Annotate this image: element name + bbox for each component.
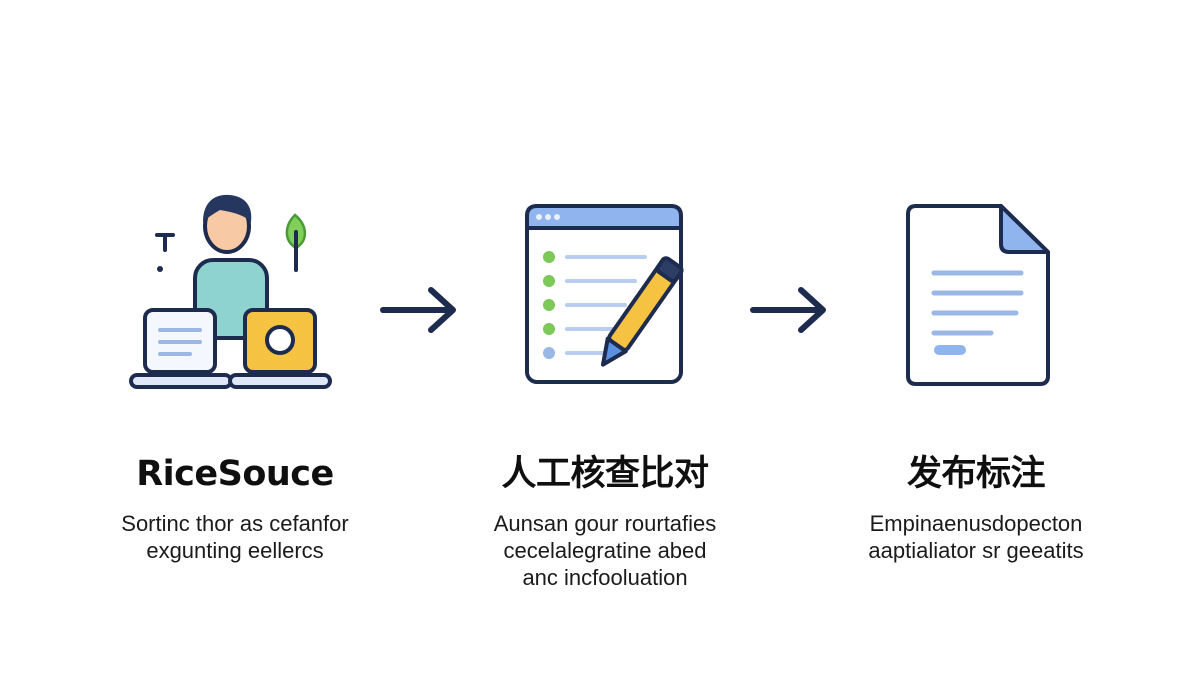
step-2-description-line: cecelalegratine abed xyxy=(503,538,707,563)
document-icon xyxy=(906,204,1050,386)
step-3-description-line: Empinaenusdopecton xyxy=(869,511,1083,536)
checklist-window-pen-icon xyxy=(525,204,684,384)
step-3: 发布标注 Empinaenusdopecton aaptialiator sr … xyxy=(806,0,1146,675)
person-with-laptops-icon xyxy=(129,194,332,389)
step-3-description-line: aaptialiator sr geeatits xyxy=(868,538,1084,563)
step-2-description-line: Aunsan gour rourtafies xyxy=(493,511,717,536)
arrow-right-icon xyxy=(750,287,826,333)
arrow-right-icon xyxy=(380,287,456,333)
step-2-title: 人工核查比对 xyxy=(501,454,709,494)
step-1-description: Sortinc thor as cefanfor exgunting eelle… xyxy=(65,510,405,564)
step-2: 人工核查比对 Aunsan gour rourtafies cecelalegr… xyxy=(435,0,775,675)
step-1-description-line: exgunting eellercs xyxy=(146,538,324,563)
step-1: RiceSouce Sortinc thor as cefanfor exgun… xyxy=(65,0,405,675)
step-3-description: Empinaenusdopecton aaptialiator sr geeat… xyxy=(806,510,1146,564)
step-2-description-line: anc incfooluation xyxy=(522,565,688,590)
step-1-title: RiceSouce xyxy=(136,454,334,494)
step-1-description-line: Sortinc thor as cefanfor xyxy=(121,511,349,536)
step-3-title: 发布标注 xyxy=(906,454,1046,494)
step-2-description: Aunsan gour rourtafies cecelalegratine a… xyxy=(435,510,775,591)
